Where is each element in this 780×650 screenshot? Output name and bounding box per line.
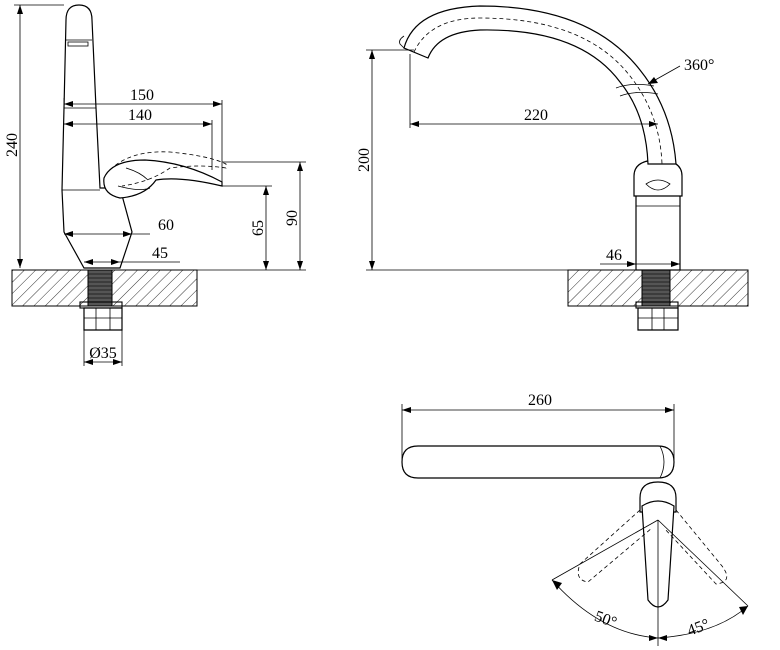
spout-top	[401, 445, 675, 479]
faucet-body-side	[61, 4, 133, 269]
dim-height-total: 240	[4, 133, 21, 157]
lever-handle-side	[103, 159, 223, 199]
dim-base-width: 45	[152, 245, 168, 262]
lever-handle-alt-side	[109, 151, 227, 187]
dim-handle-reach-outer: 150	[130, 87, 154, 104]
dim-spout-length: 260	[528, 392, 552, 409]
dim-spout-height: 200	[356, 148, 373, 172]
dim-handle-reach-inner: 140	[128, 107, 152, 124]
dim-handle-base-height: 65	[250, 220, 267, 236]
body-cylinder-front	[635, 193, 681, 271]
front-view: 200 220 360° 46	[356, 5, 749, 331]
dim-base-diameter: 46	[606, 247, 622, 264]
mount-core-side	[87, 269, 113, 307]
dim-handle-angle-right: 45°	[685, 616, 712, 640]
lever-handle-alt-left-top	[577, 509, 653, 583]
handle-cap-front	[633, 159, 683, 197]
top-view: 50° 45° 260	[401, 392, 749, 646]
lever-handle-alt-right-top	[663, 509, 728, 585]
dim-rotation: 360°	[684, 57, 714, 74]
spout-arc-front	[403, 5, 677, 165]
dim-body-width: 60	[158, 217, 174, 234]
dim-handle-tip-height: 90	[284, 210, 301, 226]
dim-pipe-diameter: Ø35	[89, 345, 117, 362]
inlet-pipes-side	[83, 307, 123, 331]
inlet-pipes-front	[637, 307, 679, 331]
dim-handle-angle-left: 50°	[592, 608, 619, 632]
mount-core-front	[641, 269, 671, 307]
dim-spout-reach: 220	[524, 107, 548, 124]
side-view: 240 150 140 90 65 60	[4, 4, 306, 366]
